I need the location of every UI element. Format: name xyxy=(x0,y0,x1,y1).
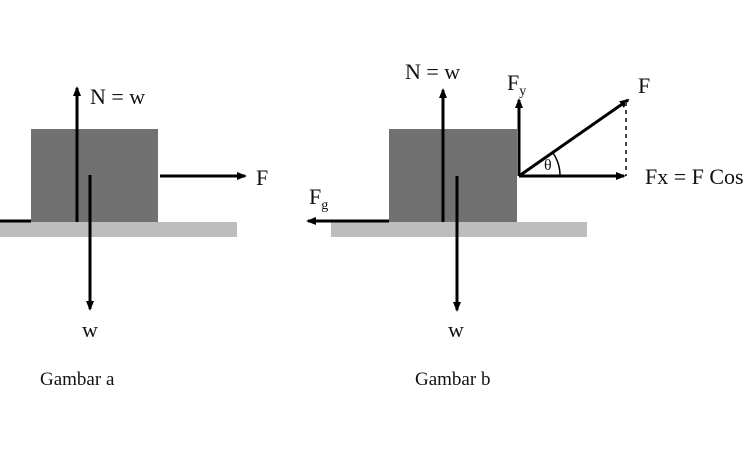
angle-label: θ xyxy=(544,157,552,174)
figure-b: Fg N = w w Fy F θ Fx = F Cos θ Gambar b xyxy=(306,59,750,390)
applied-force-label: F xyxy=(256,165,268,190)
ground xyxy=(331,222,587,237)
angle-arc xyxy=(552,152,561,177)
normal-force-label: N = w xyxy=(405,59,460,84)
caption-a: Gambar a xyxy=(40,369,115,390)
fx-label: Fx = F Cos θ xyxy=(645,164,750,189)
weight-label: w xyxy=(448,317,464,342)
friction-force-label: Fg xyxy=(309,184,328,213)
ground xyxy=(0,222,237,237)
fy-label: Fy xyxy=(507,70,526,99)
weight-label: w xyxy=(82,317,98,342)
block xyxy=(31,129,158,222)
block xyxy=(389,129,517,222)
applied-force-arrow xyxy=(518,98,630,178)
applied-force-label: F xyxy=(638,73,650,98)
caption-b: Gambar b xyxy=(415,369,490,390)
normal-force-label: N = w xyxy=(90,84,145,109)
figure-a: N = w w F Gambar a xyxy=(0,84,268,390)
